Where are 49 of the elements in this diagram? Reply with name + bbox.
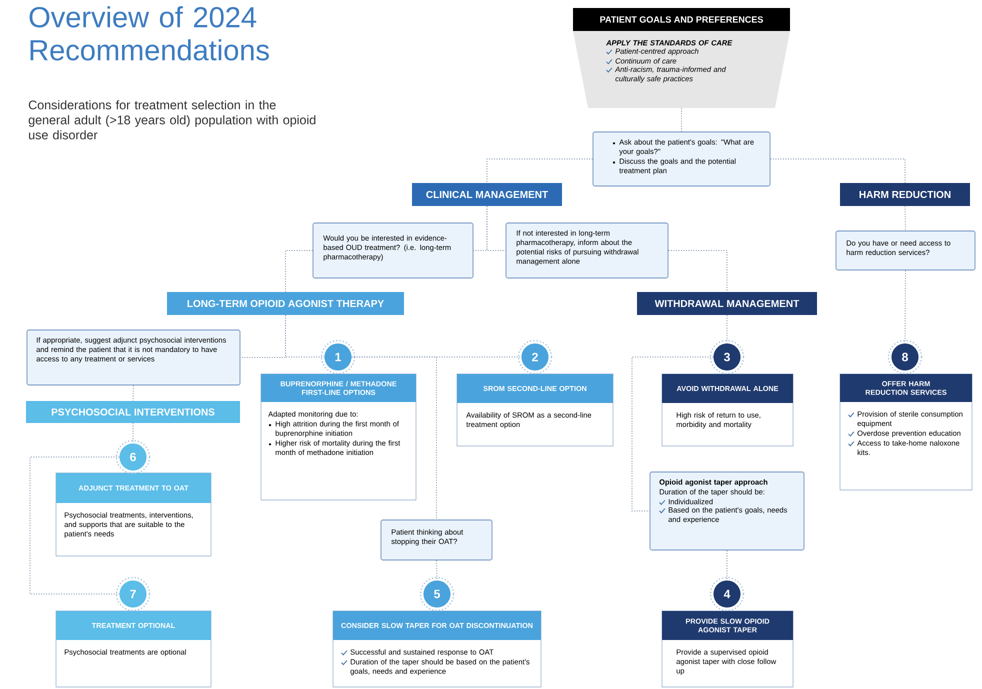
- section-banner: PSYCHOSOCIAL INTERVENTIONS: [26, 401, 240, 423]
- connector: [681, 108, 682, 132]
- card: [56, 472, 212, 556]
- question-box: [836, 230, 976, 270]
- number-badge: 3: [710, 340, 744, 374]
- card: [56, 610, 212, 688]
- number-badge: 6: [116, 440, 150, 474]
- connector: [30, 456, 120, 594]
- connector: [240, 314, 286, 358]
- connector: [904, 270, 906, 344]
- connector: [436, 560, 438, 581]
- goals-panel: [573, 8, 790, 108]
- connector: [486, 158, 594, 184]
- card: [260, 374, 416, 500]
- section-banner: LONG-TERM OPIOID AGONIST THERAPY: [167, 292, 404, 315]
- section-banner: HARM REDUCTION: [840, 183, 970, 206]
- connector: [132, 422, 134, 444]
- connector: [770, 158, 906, 184]
- card: [662, 374, 794, 446]
- number-badge: 8: [888, 340, 922, 374]
- question-box: [380, 520, 492, 560]
- connector: [904, 206, 906, 232]
- question-box: [312, 222, 474, 278]
- card: [332, 610, 542, 688]
- info-box: [26, 330, 240, 386]
- section-banner: WITHDRAWAL MANAGEMENT: [637, 292, 817, 315]
- connector: [726, 314, 728, 344]
- section-banner: CLINICAL MANAGEMENT: [412, 183, 562, 206]
- number-badge: 7: [116, 576, 150, 612]
- subtitle: Considerations for treatment selection in the general adult (>18 years old) population with opioid use disorder: [28, 100, 316, 140]
- connector: [726, 550, 728, 581]
- number-badge: 2: [518, 340, 552, 374]
- card: [662, 610, 794, 688]
- info-box: [650, 472, 804, 550]
- info-box: [592, 132, 770, 186]
- connector: [668, 250, 728, 292]
- connector: [632, 356, 714, 512]
- number-badge: 1: [320, 340, 356, 374]
- connector: [285, 250, 314, 292]
- connector: [486, 206, 506, 251]
- number-badge: 4: [710, 576, 744, 612]
- connector: [132, 384, 134, 402]
- connector: [351, 356, 437, 520]
- card: [456, 374, 614, 446]
- number-badge: 5: [420, 576, 454, 612]
- card: [840, 374, 972, 490]
- info-box: [506, 222, 668, 278]
- panel-header: PATIENT GOALS AND PREFERENCES: [573, 8, 790, 31]
- title: Overview of 2024 Recommendations: [30, 6, 269, 60]
